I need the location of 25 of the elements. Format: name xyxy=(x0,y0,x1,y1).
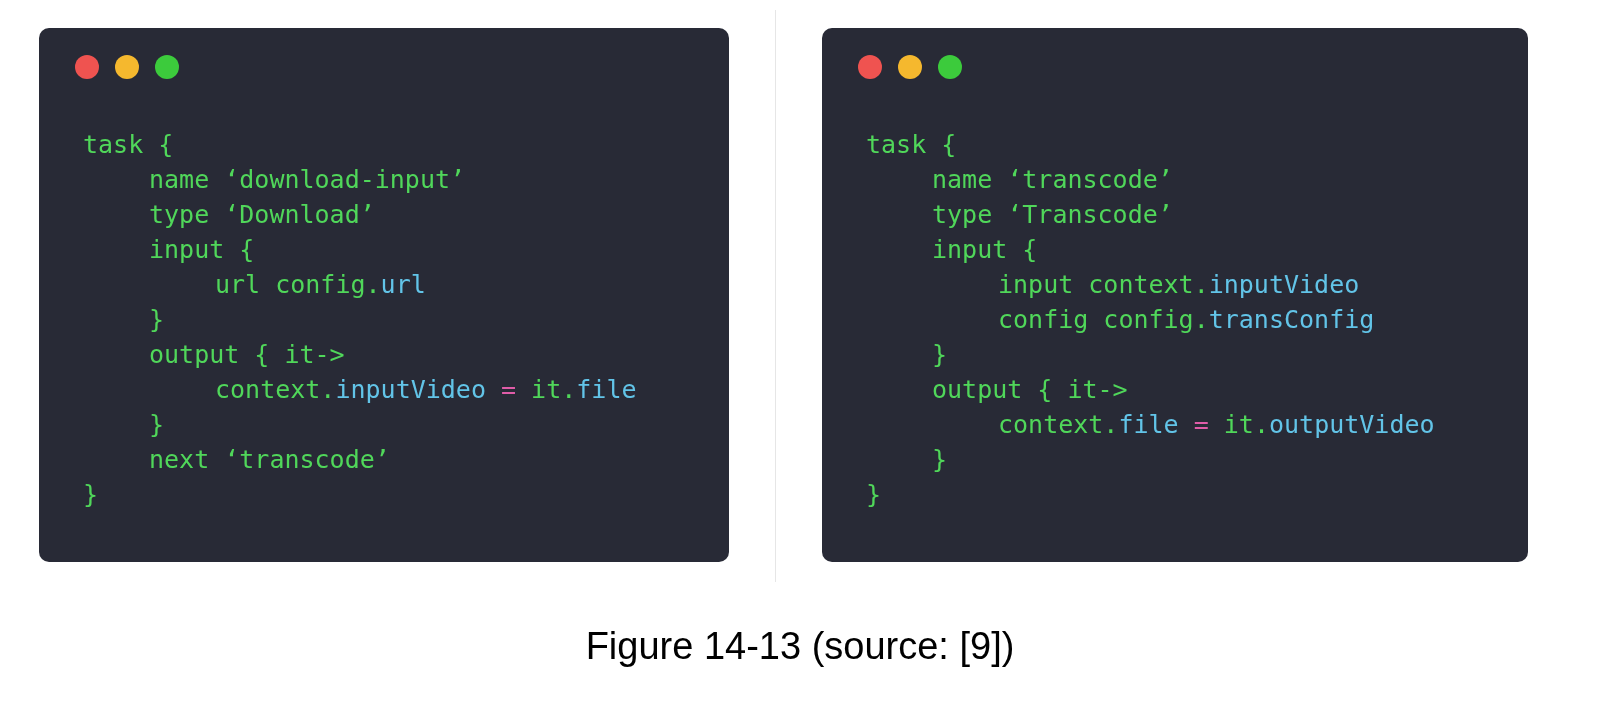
code-line: } xyxy=(866,479,882,511)
code-window xyxy=(39,28,729,562)
code-line: type ‘Transcode’ xyxy=(932,199,1173,231)
code-line: config config.transConfig xyxy=(998,304,1375,336)
code-line: url config.url xyxy=(215,269,426,301)
code-line: name ‘transcode’ xyxy=(932,164,1173,196)
code-line: task { xyxy=(866,129,957,161)
code-line: } xyxy=(149,304,165,336)
code-line: output { it-> xyxy=(149,339,345,371)
code-line: } xyxy=(83,479,99,511)
code-line: } xyxy=(932,444,948,476)
code-line: input context.inputVideo xyxy=(998,269,1360,301)
code-line: context.file = it.outputVideo xyxy=(998,409,1435,441)
code-line: input { xyxy=(932,234,1038,266)
code-line: } xyxy=(149,409,165,441)
code-line: } xyxy=(932,339,948,371)
code-line: output { it-> xyxy=(932,374,1128,406)
code-line: next ‘transcode’ xyxy=(149,444,390,476)
code-window xyxy=(822,28,1528,562)
code-line: input { xyxy=(149,234,255,266)
code-line: task { xyxy=(83,129,174,161)
code-line: name ‘download-input’ xyxy=(149,164,466,196)
code-line: context.inputVideo = it.file xyxy=(215,374,637,406)
code-line: type ‘Download’ xyxy=(149,199,375,231)
figure-caption: Figure 14-13 (source: [9]) xyxy=(585,625,1015,668)
